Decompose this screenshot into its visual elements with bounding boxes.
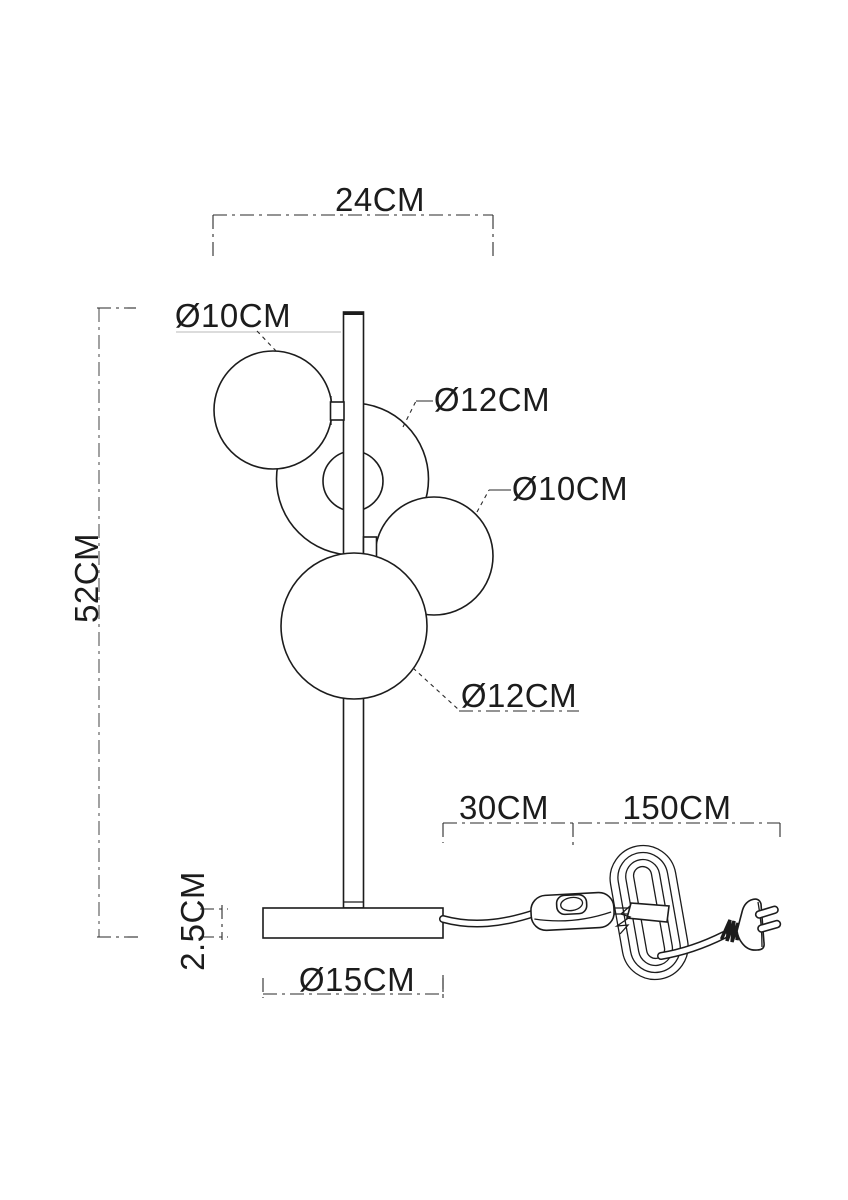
dim-base-diameter-label: Ø15CM xyxy=(299,961,415,998)
label-globe-top-left-text: Ø10CM xyxy=(175,297,291,334)
label-globe-middle: Ø12CM xyxy=(402,381,550,428)
cord-coil-to-plug xyxy=(657,931,728,960)
cord-tie xyxy=(625,902,670,923)
globe-bottom-shape xyxy=(280,552,428,700)
plug-strain-relief xyxy=(720,919,743,943)
globe-top-left-shape xyxy=(213,350,333,470)
dim-height-total: 52CM xyxy=(68,307,141,938)
label-globe-bottom: Ø12CM xyxy=(412,667,579,714)
cord-tie-knot xyxy=(614,905,632,935)
dimension-annotations: 24CM 52CM 2.5CM Ø15CM xyxy=(68,181,781,998)
dim-cord-to-plug-label: 150CM xyxy=(623,789,732,826)
inline-switch xyxy=(530,891,615,932)
label-globe-right-text: Ø10CM xyxy=(512,470,628,507)
globe-top-left-connector xyxy=(329,401,345,421)
lamp-structure xyxy=(213,311,782,981)
label-globe-right: Ø10CM xyxy=(476,470,628,513)
plug-prong-bottom xyxy=(757,919,782,933)
lamp-base xyxy=(262,907,444,939)
dim-height-total-label: 52CM xyxy=(68,533,105,623)
dim-base-height: 2.5CM xyxy=(174,871,228,971)
label-globe-bottom-text: Ø12CM xyxy=(461,677,577,714)
label-globe-top-left: Ø10CM xyxy=(175,297,341,353)
cord-base-to-switch xyxy=(439,909,539,928)
dim-cord: 30CM 150CM xyxy=(442,789,781,998)
dim-width-top-label: 24CM xyxy=(335,181,425,218)
plug-prong-top xyxy=(754,905,779,919)
dim-width-top: 24CM xyxy=(212,181,494,260)
dim-base-height-label: 2.5CM xyxy=(174,871,211,971)
dim-base-diameter: Ø15CM xyxy=(262,961,444,998)
dim-cord-to-switch-label: 30CM xyxy=(459,789,549,826)
cord-coil xyxy=(609,844,689,981)
label-globe-middle-text: Ø12CM xyxy=(434,381,550,418)
